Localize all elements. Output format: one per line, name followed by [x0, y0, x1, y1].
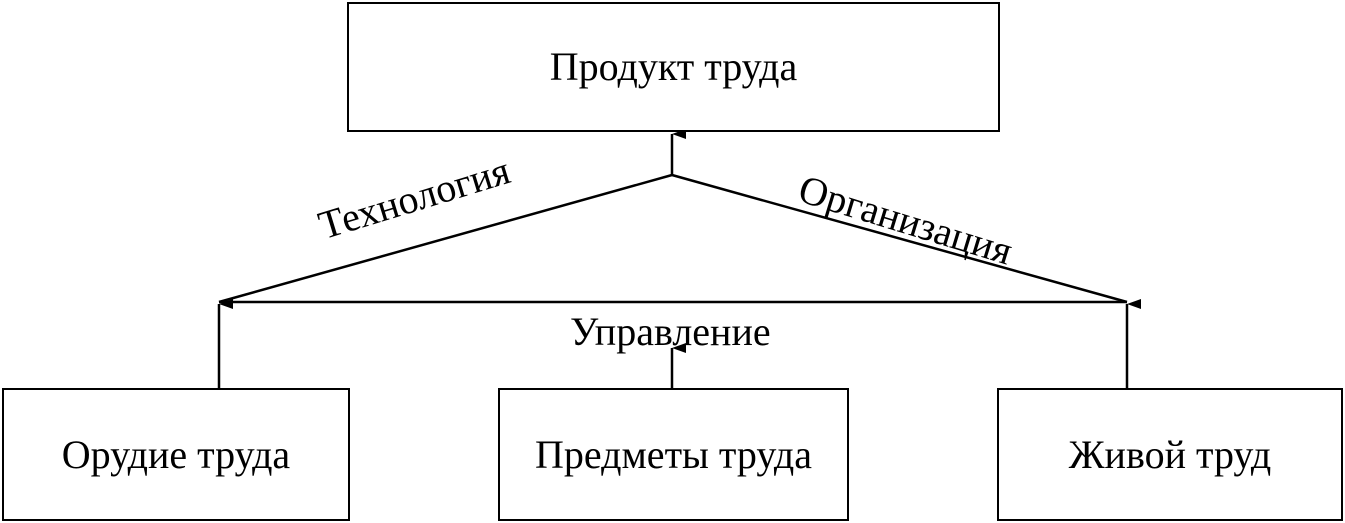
tools-of-labor-box: Орудие труда	[2, 388, 350, 521]
management-edge-label: Управление	[570, 309, 771, 354]
objects-of-labor-label: Предметы труда	[535, 431, 812, 477]
living-labor-box: Живой труд	[997, 388, 1343, 521]
product-of-labor-label: Продукт труда	[549, 44, 798, 89]
tools-of-labor-label: Орудие труда	[61, 431, 291, 477]
living-labor-label: Живой труд	[1068, 431, 1272, 477]
product-of-labor-box: Продукт труда	[347, 2, 1000, 132]
triangle-right-slope	[671, 173, 1128, 304]
triangle-left-slope	[218, 173, 673, 304]
objects-of-labor-box: Предметы труда	[498, 388, 849, 521]
